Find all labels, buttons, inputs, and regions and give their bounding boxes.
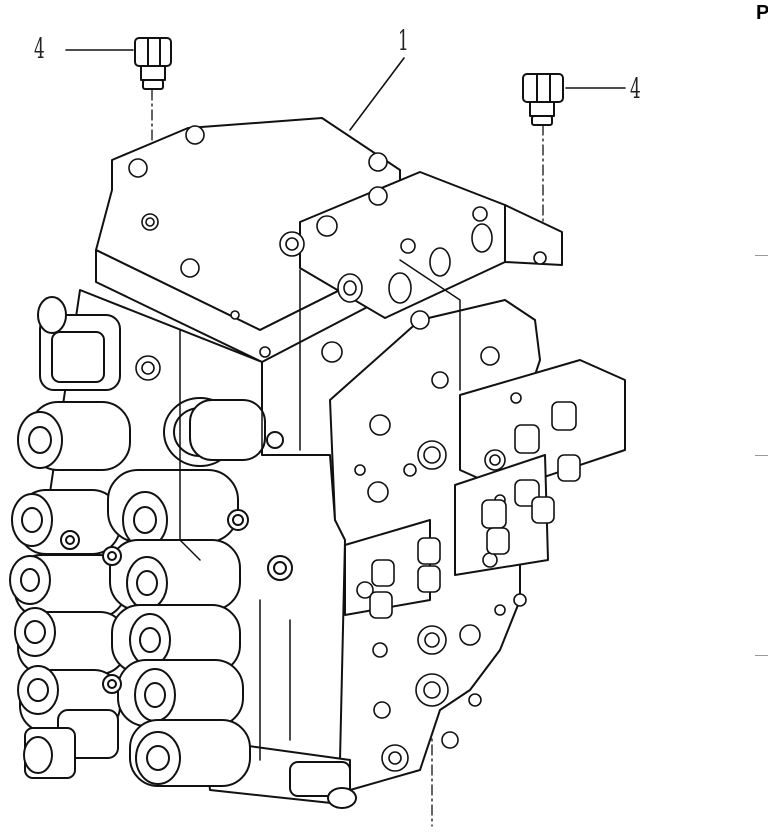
callout-1-valve-body: 1 — [398, 24, 409, 57]
bolt-left — [134, 37, 172, 90]
edge-tick-mark — [755, 455, 768, 456]
bottom-fitting — [23, 709, 357, 809]
callout-4-right: 4 — [630, 72, 641, 105]
edge-tick-mark — [755, 655, 768, 656]
plate-holes — [128, 125, 547, 772]
bolt-right — [522, 73, 564, 126]
side-block-ports — [369, 401, 581, 619]
spool-cartridges — [9, 399, 293, 787]
edge-tick-mark — [755, 255, 768, 256]
callout-4-left: 4 — [34, 32, 45, 65]
body-edge-lines — [179, 259, 461, 761]
corner-text: P — [756, 2, 768, 24]
leader-lines — [65, 49, 626, 131]
